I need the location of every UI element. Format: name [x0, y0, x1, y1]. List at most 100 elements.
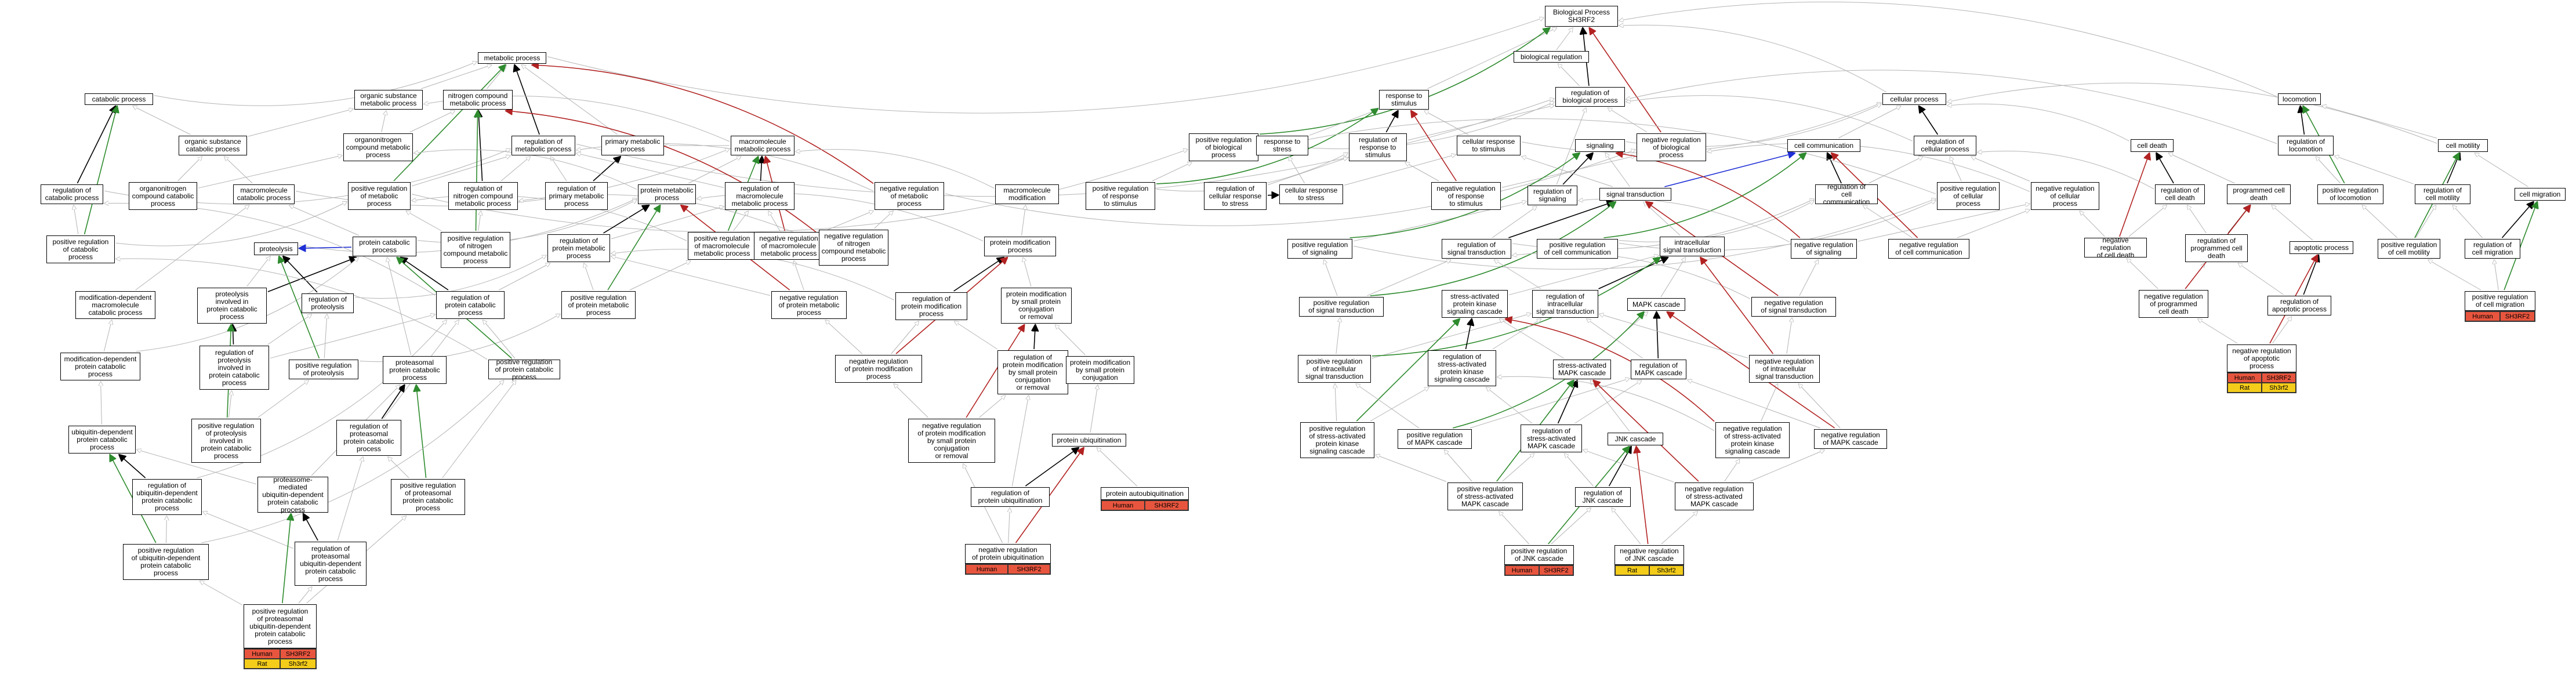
go-term-node[interactable]: negative regulation of protein modificat…: [835, 355, 922, 383]
go-term-node[interactable]: ubiquitin-dependent protein catabolic pr…: [68, 426, 136, 454]
go-term-node[interactable]: protein metabolic process: [638, 184, 696, 204]
go-term-node[interactable]: apoptotic process: [2290, 241, 2353, 254]
go-term-node[interactable]: negative regulation of response to stimu…: [1431, 182, 1501, 210]
go-term-node[interactable]: positive regulation of cell motility: [2378, 239, 2440, 259]
go-term-node[interactable]: regulation of JNK cascade: [1575, 487, 1631, 507]
go-term-node[interactable]: negative regulation of stress-activated …: [1675, 483, 1754, 510]
go-term-node[interactable]: regulation of intracellular signal trans…: [1532, 290, 1598, 318]
go-term-node[interactable]: regulation of cellular process: [1914, 136, 1976, 155]
go-term-node[interactable]: regulation of macromolecule metabolic pr…: [725, 182, 794, 210]
go-term-node[interactable]: negative regulation of biological proces…: [1637, 133, 1706, 161]
go-term-node[interactable]: metabolic process: [478, 52, 546, 64]
go-term-node[interactable]: positive regulation of MAPK cascade: [1398, 429, 1472, 449]
go-term-node[interactable]: regulation of cell migration: [2465, 239, 2520, 259]
go-term-node[interactable]: negative regulation of signal transducti…: [1751, 297, 1836, 317]
go-term-node[interactable]: cell death: [2131, 139, 2174, 152]
go-term-node[interactable]: regulation of cell motility: [2415, 184, 2470, 204]
go-term-node[interactable]: positive regulation of stress-activated …: [1447, 483, 1523, 510]
go-term-node[interactable]: cell motility: [2438, 139, 2488, 152]
go-term-node[interactable]: regulation of primary metabolic process: [545, 182, 608, 210]
go-term-node[interactable]: protein modification by small protein co…: [1066, 356, 1134, 384]
go-term-node[interactable]: regulation of proteasomal protein catabo…: [336, 420, 401, 456]
go-term-node[interactable]: negative regulation of programmed cell d…: [2139, 290, 2208, 318]
go-term-node[interactable]: negative regulation of protein ubiquitin…: [965, 544, 1051, 564]
go-term-node[interactable]: primary metabolic process: [601, 136, 664, 155]
go-term-node[interactable]: Biological Process SH3RF2: [1545, 6, 1618, 27]
go-term-node[interactable]: intracellular signal transduction: [1660, 237, 1725, 256]
go-term-node[interactable]: regulation of cellular response to stres…: [1204, 182, 1267, 210]
go-term-node[interactable]: positive regulation of nitrogen compound…: [441, 232, 510, 268]
go-term-node[interactable]: regulation of protein metabolic process: [547, 234, 610, 262]
go-term-node[interactable]: cellular response to stimulus: [1457, 136, 1521, 155]
go-term-node[interactable]: regulation of biological process: [1555, 87, 1625, 107]
go-term-node[interactable]: positive regulation of response to stimu…: [1086, 182, 1155, 210]
go-term-node[interactable]: negative regulation of nitrogen compound…: [819, 230, 888, 266]
go-term-node[interactable]: signal transduction: [1599, 188, 1671, 201]
go-term-node[interactable]: response to stress: [1256, 136, 1308, 155]
go-term-node[interactable]: positive regulation of proteasomal prote…: [391, 479, 465, 515]
go-term-node[interactable]: positive regulation of signal transducti…: [1299, 297, 1384, 317]
go-term-node[interactable]: positive regulation of proteolysis: [289, 360, 358, 379]
go-term-node[interactable]: positive regulation of protein metabolic…: [561, 291, 636, 319]
go-term-node[interactable]: signaling: [1575, 139, 1625, 152]
go-term-node[interactable]: regulation of response to stimulus: [1349, 133, 1407, 161]
go-term-node[interactable]: organic substance catabolic process: [179, 136, 247, 155]
go-term-node[interactable]: positive regulation of metabolic process: [348, 182, 411, 210]
go-term-node[interactable]: proteasome-mediated ubiquitin-dependent …: [257, 476, 328, 513]
go-term-node[interactable]: cell communication: [1787, 139, 1860, 152]
go-term-node[interactable]: regulation of catabolic process: [41, 184, 103, 204]
go-term-node[interactable]: regulation of cell death: [2155, 184, 2205, 204]
go-term-node[interactable]: regulation of signaling: [1528, 186, 1577, 205]
go-term-node[interactable]: proteolysis: [254, 242, 298, 255]
go-term-node[interactable]: positive regulation of intracellular sig…: [1298, 355, 1371, 383]
go-term-node[interactable]: macromolecule catabolic process: [233, 184, 295, 204]
go-term-node[interactable]: positive regulation of JNK cascade: [1504, 545, 1574, 565]
go-term-node[interactable]: negative regulation of stress-activated …: [1715, 422, 1790, 458]
go-term-node[interactable]: positive regulation of locomotion: [2317, 184, 2383, 204]
go-term-node[interactable]: organonitrogen compound catabolic proces…: [129, 182, 197, 210]
go-term-node[interactable]: organonitrogen compound metabolic proces…: [343, 133, 413, 161]
go-term-node[interactable]: regulation of programmed cell death: [2185, 234, 2248, 262]
go-term-node[interactable]: negative regulation of MAPK cascade: [1814, 429, 1887, 449]
go-term-node[interactable]: regulation of locomotion: [2278, 136, 2334, 155]
go-term-node[interactable]: positive regulation of catabolic process: [46, 235, 115, 263]
go-term-node[interactable]: positive regulation of cell communicatio…: [1537, 239, 1618, 259]
go-term-node[interactable]: positive regulation of cell migration: [2465, 291, 2535, 311]
go-term-node[interactable]: proteasomal protein catabolic process: [383, 356, 447, 384]
go-term-node[interactable]: positive regulation of cellular process: [1937, 182, 2000, 210]
go-term-node[interactable]: regulation of signal transduction: [1442, 239, 1511, 259]
go-term-node[interactable]: regulation of protein catabolic process: [436, 291, 505, 319]
go-term-node[interactable]: negative regulation of cell death: [2084, 236, 2147, 259]
go-term-node[interactable]: negative regulation of intracellular sig…: [1749, 355, 1820, 383]
go-term-node[interactable]: positive regulation of proteasomal ubiqu…: [244, 604, 317, 648]
go-term-node[interactable]: regulation of stress-activated MAPK casc…: [1521, 425, 1582, 452]
go-term-node[interactable]: negative regulation of metabolic process: [875, 182, 944, 210]
go-term-node[interactable]: protein autoubiquitination: [1101, 487, 1189, 500]
go-term-node[interactable]: negative regulation of macromolecule met…: [754, 232, 823, 260]
go-term-node[interactable]: programmed cell death: [2227, 184, 2291, 204]
go-term-node[interactable]: protein modification process: [984, 237, 1056, 256]
go-term-node[interactable]: positive regulation of biological proces…: [1189, 133, 1258, 161]
go-term-node[interactable]: cellular process: [1882, 93, 1946, 105]
go-term-node[interactable]: regulation of ubiquitin-dependent protei…: [132, 479, 202, 515]
go-term-node[interactable]: regulation of proteolysis involved in pr…: [199, 346, 269, 390]
go-term-node[interactable]: regulation of stress-activated protein k…: [1428, 350, 1496, 386]
go-term-node[interactable]: negative regulation of protein metabolic…: [771, 291, 847, 319]
go-term-node[interactable]: positive regulation of macromolecule met…: [688, 232, 756, 260]
go-term-node[interactable]: positive regulation of protein catabolic…: [488, 358, 560, 380]
go-term-node[interactable]: regulation of metabolic process: [511, 136, 575, 155]
go-term-node[interactable]: regulation of protein modification proce…: [895, 292, 967, 320]
go-term-node[interactable]: positive regulation of proteolysis invol…: [191, 419, 261, 463]
go-term-node[interactable]: negative regulation of signaling: [1791, 239, 1857, 259]
go-term-node[interactable]: regulation of MAPK cascade: [1631, 360, 1686, 379]
go-term-node[interactable]: regulation of apoptotic process: [2267, 296, 2331, 315]
go-term-node[interactable]: protein catabolic process: [353, 237, 416, 256]
go-term-node[interactable]: regulation of nitrogen compound metaboli…: [448, 182, 518, 210]
go-term-node[interactable]: negative regulation of cell communicatio…: [1888, 239, 1969, 259]
go-term-node[interactable]: biological regulation: [1514, 51, 1589, 63]
go-term-node[interactable]: negative regulation of protein modificat…: [908, 419, 995, 463]
go-term-node[interactable]: stress-activated protein kinase signalin…: [1442, 290, 1508, 318]
go-term-node[interactable]: modification-dependent macromolecule cat…: [75, 291, 155, 319]
go-term-node[interactable]: negative regulation of JNK cascade: [1614, 545, 1684, 565]
go-term-node[interactable]: modification-dependent protein catabolic…: [60, 353, 140, 380]
